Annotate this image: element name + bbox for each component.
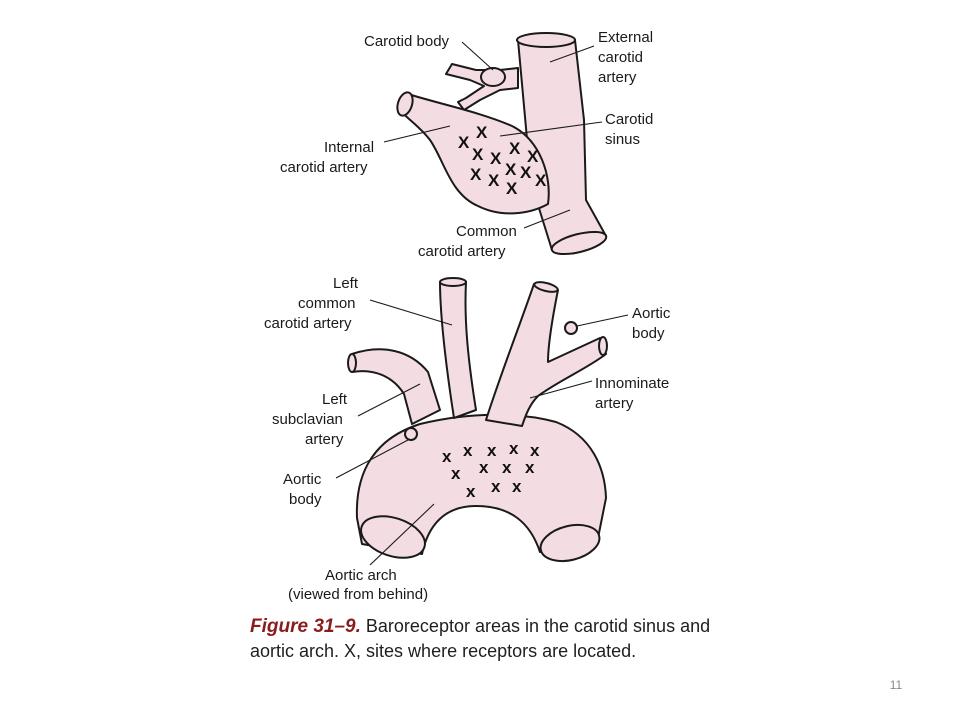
receptor-mark: x [502, 458, 512, 477]
leader-external-carotid [549, 45, 595, 63]
aortic-arch-right-opening [539, 523, 601, 563]
aortic-arch [355, 413, 607, 555]
page-number: 11 [889, 678, 903, 692]
receptor-mark: X [490, 149, 502, 168]
label-carotid-sinus-1: Carotid [605, 111, 653, 128]
leader-aortic-body-right [576, 314, 629, 327]
aortic-body-right [564, 321, 578, 335]
aortic-body-left [404, 427, 418, 441]
receptor-mark: x [530, 441, 540, 460]
receptor-mark: x [509, 439, 519, 458]
innominate-branch-opening [598, 336, 608, 356]
figure-label: Figure 31–9. [250, 616, 361, 637]
innominate-artery [485, 283, 607, 427]
leader-carotid-sinus [499, 121, 603, 137]
label-aortic-body-right-1: Aortic [632, 305, 671, 322]
label-common-carotid-1: Common [456, 223, 517, 240]
leader-innominate [529, 380, 593, 399]
label-aortic-arch-2: (viewed from behind) [288, 586, 428, 603]
leader-internal-carotid [383, 125, 451, 143]
receptor-mark: X [458, 133, 470, 152]
internal-carotid-artery [397, 93, 550, 215]
receptor-mark: X [476, 123, 488, 142]
innominate-opening [533, 281, 559, 293]
receptor-mark: X [535, 171, 547, 190]
leader-left-subclavian [357, 383, 421, 417]
label-left-common-carotid-3: carotid artery [264, 315, 352, 332]
aortic-arch-left-opening [360, 515, 426, 559]
label-aortic-body-left-1: Aortic [283, 471, 322, 488]
label-carotid-body: Carotid body [364, 33, 450, 50]
receptor-mark: x [512, 477, 522, 496]
receptor-mark: X [488, 171, 500, 190]
label-external-carotid-1: External [598, 29, 653, 46]
internal-carotid-opening [396, 91, 414, 117]
receptor-mark: X [506, 179, 518, 198]
leader-aortic-arch [369, 503, 435, 566]
receptor-mark: x [442, 447, 452, 466]
label-innominate-2: artery [595, 395, 634, 412]
baroreceptor-diagram: X X X X X X X X X X X X x x x x x x x x … [264, 29, 671, 603]
common-carotid-opening [550, 230, 608, 256]
label-common-carotid-2: carotid artery [418, 243, 506, 260]
label-left-subclavian-2: subclavian [272, 411, 343, 428]
label-innominate-1: Innominate [595, 375, 669, 392]
left-common-carotid-artery [439, 281, 477, 419]
label-left-common-carotid-1: Left [333, 275, 359, 292]
left-common-carotid-opening [439, 277, 467, 287]
carotid-body-twig [445, 63, 519, 111]
label-left-subclavian-1: Left [322, 391, 348, 408]
label-aortic-arch-1: Aortic arch [325, 567, 397, 584]
label-internal-carotid-1: Internal [324, 139, 374, 156]
leader-common-carotid [523, 209, 571, 229]
left-subclavian-artery [351, 348, 441, 425]
receptor-mark: X [472, 145, 484, 164]
figure-caption-text: Baroreceptor areas in the carotid sinus … [250, 616, 711, 661]
receptor-mark: x [525, 458, 535, 477]
leader-aortic-body-left [335, 439, 409, 479]
leader-carotid-body [461, 41, 494, 71]
label-carotid-sinus-2: sinus [605, 131, 640, 148]
label-left-subclavian-3: artery [305, 431, 344, 448]
figure-caption: Figure 31–9. Baroreceptor areas in the c… [250, 614, 720, 663]
receptor-mark: X [470, 165, 482, 184]
label-left-common-carotid-2: common [298, 295, 356, 312]
label-aortic-body-left-2: body [289, 491, 322, 508]
receptor-mark: x [466, 482, 476, 501]
label-external-carotid-3: artery [598, 69, 637, 86]
receptor-mark: x [491, 477, 501, 496]
receptor-mark: x [451, 464, 461, 483]
external-carotid-opening [516, 32, 576, 48]
left-subclavian-opening [347, 353, 357, 373]
receptor-mark: X [520, 163, 532, 182]
receptor-mark: x [487, 441, 497, 460]
label-aortic-body-right-2: body [632, 325, 665, 342]
receptor-mark: x [479, 458, 489, 477]
receptor-mark: X [505, 160, 517, 179]
carotid-body [480, 67, 506, 87]
receptor-mark: X [527, 147, 539, 166]
label-external-carotid-2: carotid [598, 49, 643, 66]
receptor-mark: X [509, 139, 521, 158]
label-internal-carotid-2: carotid artery [280, 159, 368, 176]
leader-left-common-carotid [369, 299, 453, 326]
receptor-mark: x [463, 441, 473, 460]
